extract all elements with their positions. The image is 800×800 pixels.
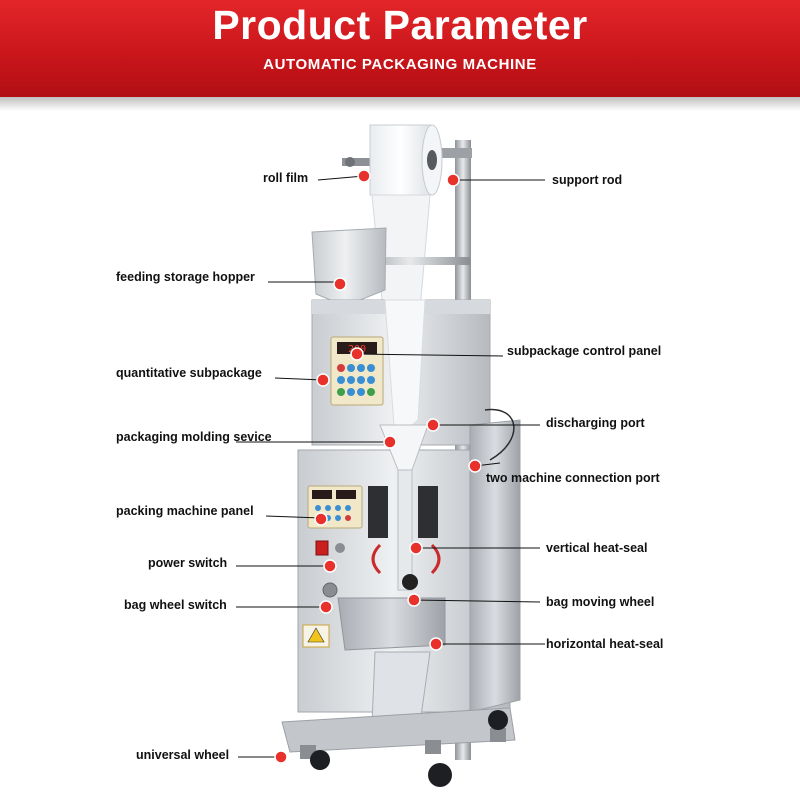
page-title: Product Parameter [212, 2, 588, 48]
marker-vertical-seal [409, 541, 423, 555]
label-power-switch: power switch [148, 556, 227, 570]
leader-lines [236, 175, 545, 758]
marker-power-switch [323, 559, 337, 573]
marker-hopper [333, 277, 347, 291]
header-banner [0, 0, 800, 97]
page-subtitle: AUTOMATIC PACKAGING MACHINE [263, 56, 537, 73]
label-bag-moving-wheel: bag moving wheel [546, 595, 654, 609]
label-packaging-molding: packaging molding sevice [116, 430, 272, 444]
label-support-rod: support rod [552, 173, 622, 187]
marker-discharging-port [426, 418, 440, 432]
marker-support-rod [446, 173, 460, 187]
marker-bag-wheel-switch [319, 600, 333, 614]
marker-horizontal-seal [429, 637, 443, 651]
packing-panel-shape [307, 485, 363, 529]
label-vertical-seal: vertical heat-seal [546, 541, 647, 555]
label-packing-panel: packing machine panel [116, 504, 254, 518]
subpackage-panel-shape: 200 [330, 336, 384, 406]
hopper-shape [311, 227, 387, 307]
header-shadow [0, 97, 800, 111]
machine-illustration: 200 [281, 124, 521, 787]
marker-roll-film [357, 169, 371, 183]
label-bag-wheel-switch: bag wheel switch [124, 598, 227, 612]
marker-packing-panel [314, 512, 328, 526]
callout-labels: roll film feeding storage hopper quantit… [116, 171, 663, 762]
label-subpackage-panel: subpackage control panel [507, 344, 661, 358]
label-horizontal-seal: horizontal heat-seal [546, 637, 663, 651]
marker-subpackage-panel [350, 347, 364, 361]
label-connection-port: two machine connection port [486, 471, 660, 485]
marker-molding [383, 435, 397, 449]
label-discharging-port: discharging port [546, 416, 645, 430]
marker-connection-port [468, 459, 482, 473]
marker-quantitative [316, 373, 330, 387]
marker-universal-wheel [274, 750, 288, 764]
label-quantitative-subpackage: quantitative subpackage [116, 366, 262, 380]
callout-markers [274, 169, 482, 764]
wheel-shape [310, 750, 330, 770]
label-universal-wheel: universal wheel [136, 748, 229, 762]
marker-bag-moving-wheel [407, 593, 421, 607]
label-feeding-hopper: feeding storage hopper [116, 270, 255, 284]
label-roll-film: roll film [263, 171, 308, 185]
